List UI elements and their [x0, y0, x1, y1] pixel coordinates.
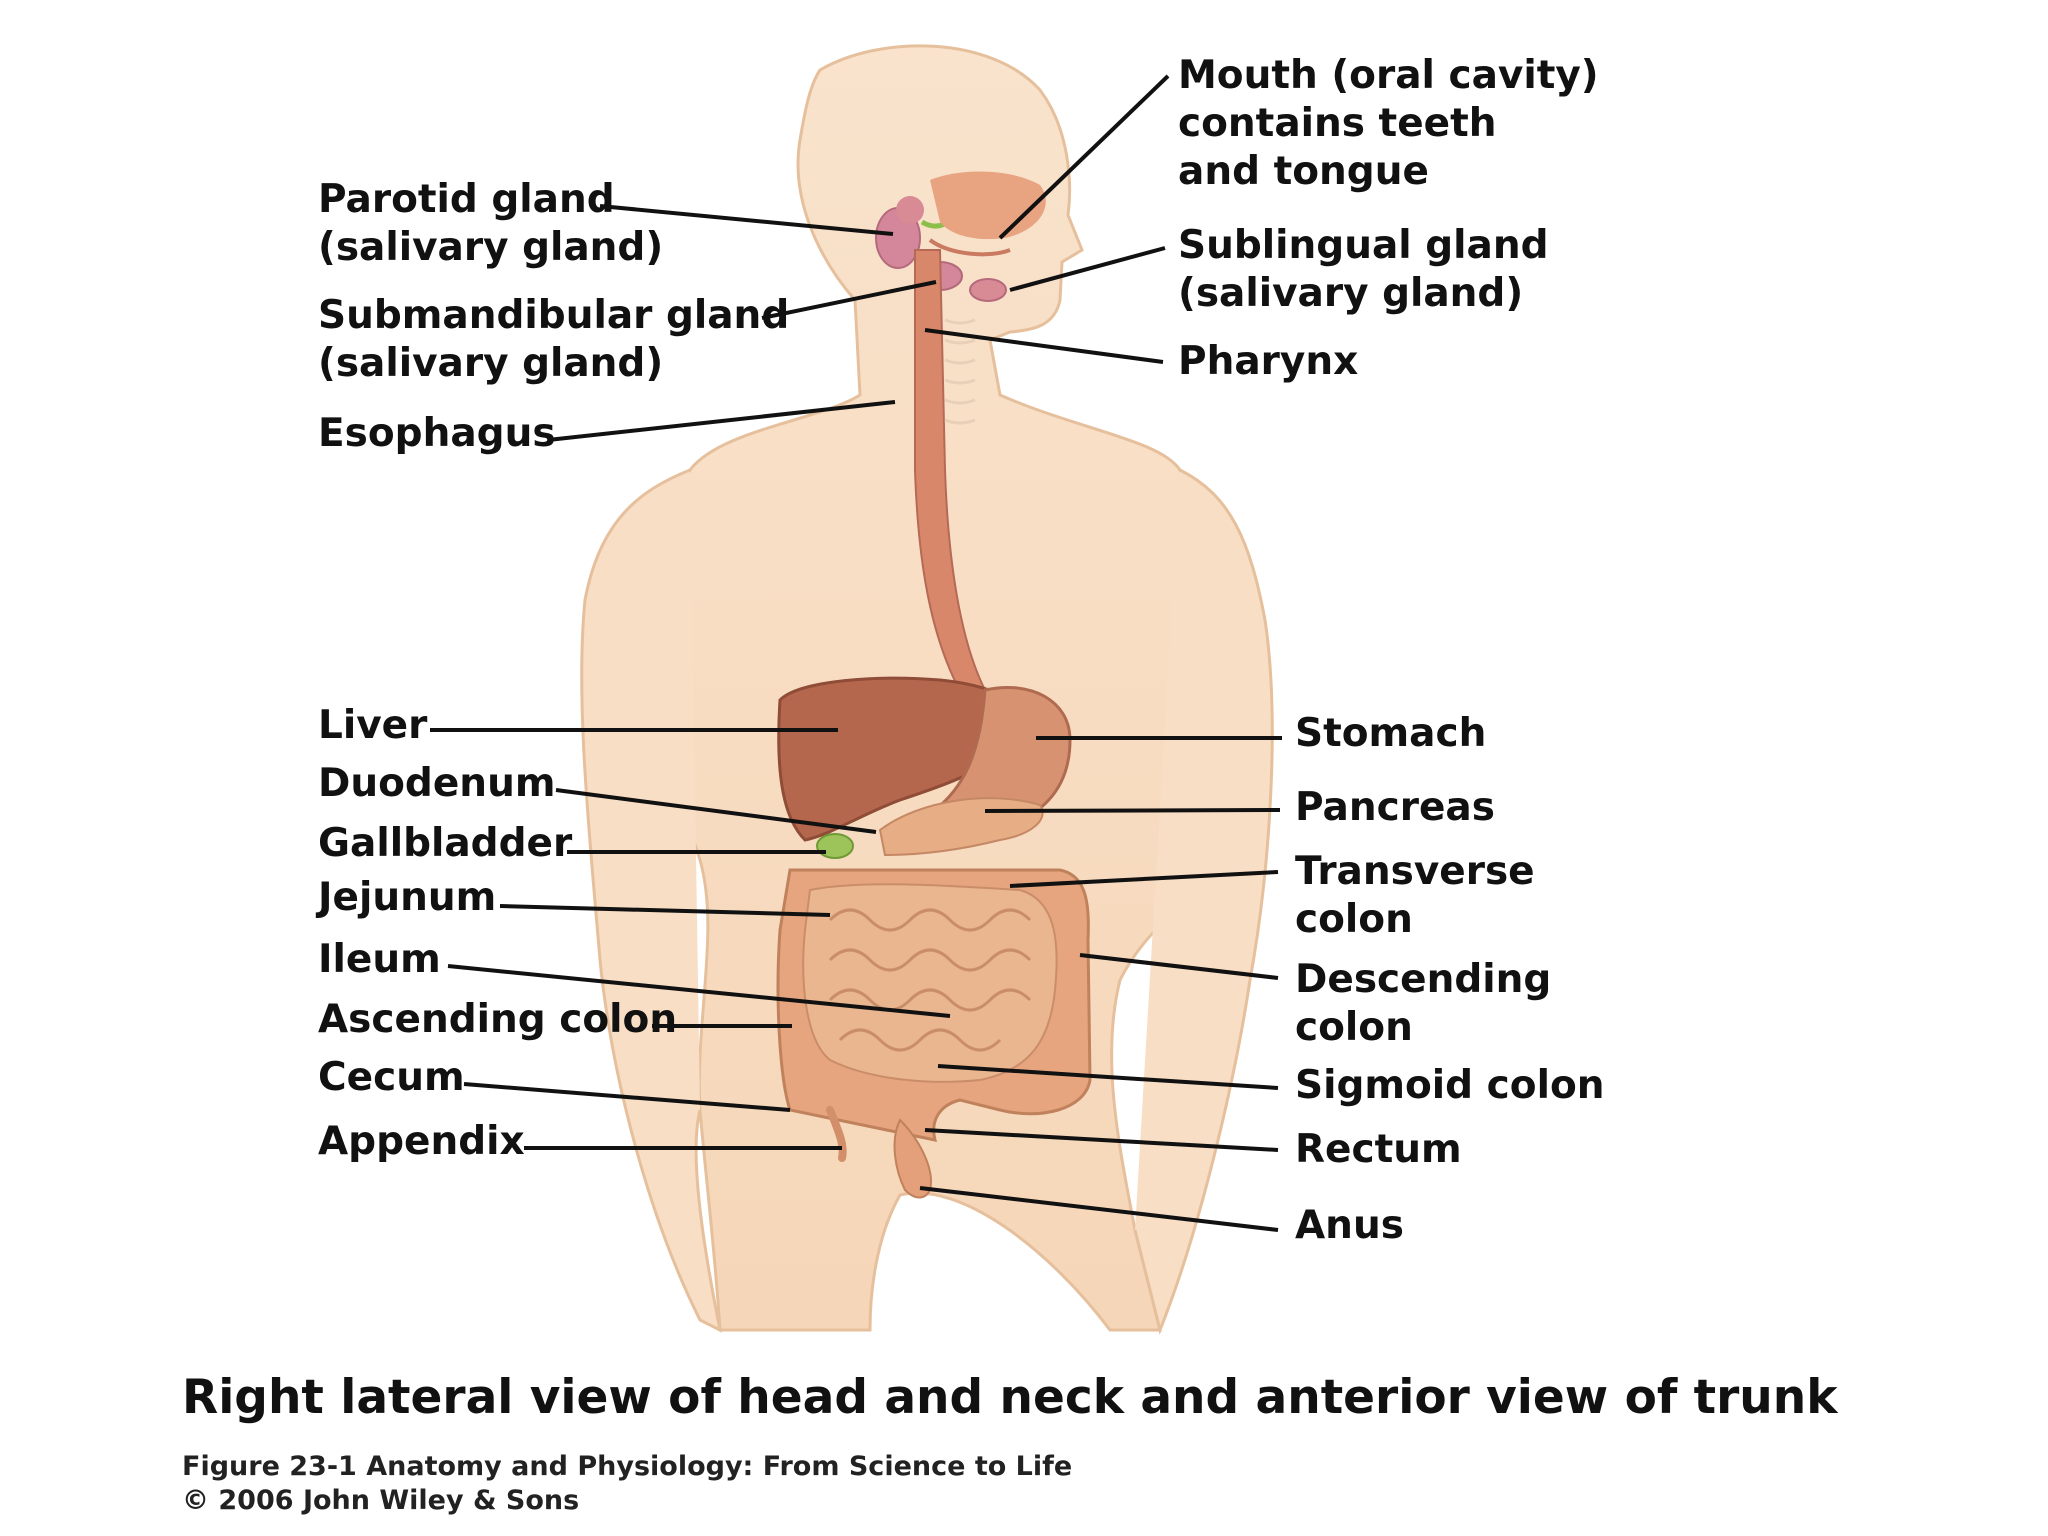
trachea: [944, 318, 976, 425]
leader-pharynx: [924, 328, 1164, 364]
leader-duodenum: [555, 788, 877, 834]
label-liver: Liver: [318, 703, 428, 748]
leader-submandibular: [761, 280, 937, 320]
label-mouth: Mouth (oral cavity) contains teeth and t…: [1178, 53, 1599, 194]
small-intestine-shape: [802, 883, 1058, 1083]
label-parotid-gland: Parotid gland (salivary gland): [318, 177, 664, 270]
leader-anus: [919, 1186, 1279, 1232]
leader-cecum: [463, 1082, 791, 1112]
label-esophagus: Esophagus: [318, 411, 556, 456]
leader-ileum: [447, 964, 951, 1018]
label-transverse-colon: Transverse colon: [1295, 849, 1535, 942]
figure-credit-line2: © 2006 John Wiley & Sons: [182, 1485, 580, 1516]
leader-lines: [430, 74, 1282, 1232]
figure-caption: Right lateral view of head and neck and …: [182, 1370, 1838, 1425]
label-ascending-colon: Ascending colon: [318, 997, 678, 1042]
gallbladder-shape: [816, 833, 854, 859]
intestinal-folds: [828, 908, 1032, 1052]
label-pancreas: Pancreas: [1295, 785, 1495, 830]
label-ileum: Ileum: [318, 937, 441, 982]
label-sublingual-gland: Sublingual gland (salivary gland): [1178, 223, 1549, 316]
label-pharynx: Pharynx: [1178, 339, 1359, 384]
leader-descending-colon: [1079, 953, 1279, 980]
leader-sublingual: [1009, 246, 1166, 292]
label-submandibular-gland: Submandibular gland (salivary gland): [318, 293, 790, 386]
leader-parotid: [599, 204, 894, 236]
leader-esophagus: [547, 400, 896, 442]
leader-rectum: [924, 1128, 1279, 1152]
leader-pancreas: [984, 808, 1281, 813]
label-anus: Anus: [1295, 1203, 1404, 1248]
leader-mouth: [998, 74, 1170, 240]
label-descending-colon: Descending colon: [1295, 957, 1552, 1050]
label-appendix: Appendix: [318, 1119, 525, 1164]
leader-transverse-colon: [1009, 870, 1279, 888]
label-cecum: Cecum: [318, 1055, 465, 1100]
label-gallbladder: Gallbladder: [318, 821, 573, 866]
figure-credit-line1: Figure 23-1 Anatomy and Physiology: From…: [182, 1451, 1073, 1482]
leader-sigmoid-colon: [937, 1064, 1279, 1090]
rectum-shape: [893, 1118, 932, 1199]
appendix-shape: [826, 1106, 847, 1162]
label-sigmoid-colon: Sigmoid colon: [1295, 1063, 1605, 1108]
label-duodenum: Duodenum: [318, 761, 556, 806]
leader-jejunum: [499, 904, 831, 917]
label-stomach: Stomach: [1295, 711, 1487, 756]
label-rectum: Rectum: [1295, 1127, 1462, 1172]
label-jejunum: Jejunum: [318, 875, 497, 920]
figure-credit: Figure 23-1 Anatomy and Physiology: From…: [182, 1450, 1072, 1518]
